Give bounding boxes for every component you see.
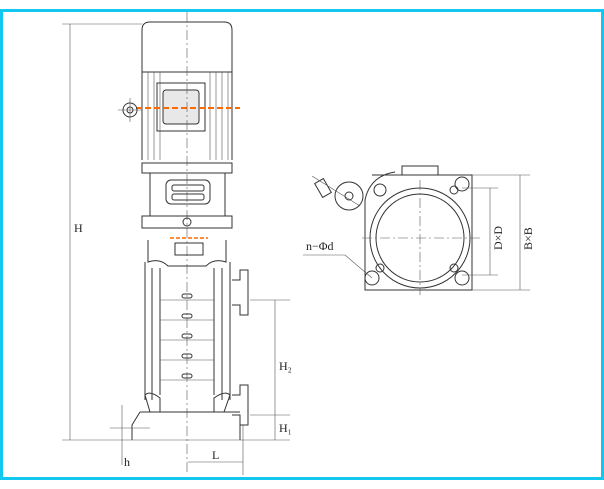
coupling-bracket — [141, 162, 233, 256]
handwheel-icon — [334, 181, 364, 211]
top-view — [303, 165, 530, 295]
label-BxB: B×B — [521, 227, 535, 250]
label-L: L — [212, 448, 219, 462]
label-H2: H₂ — [279, 359, 292, 373]
label-n-phi-d: n−Φd — [306, 239, 334, 253]
motor — [118, 21, 240, 160]
label-DxD: D×D — [491, 226, 505, 250]
label-h: h — [124, 455, 130, 469]
pump-body — [131, 240, 249, 440]
label-H: H — [74, 221, 83, 235]
label-H1: H₁ — [279, 421, 292, 435]
dimensions-front — [62, 23, 290, 475]
frame-border — [0, 9, 604, 480]
